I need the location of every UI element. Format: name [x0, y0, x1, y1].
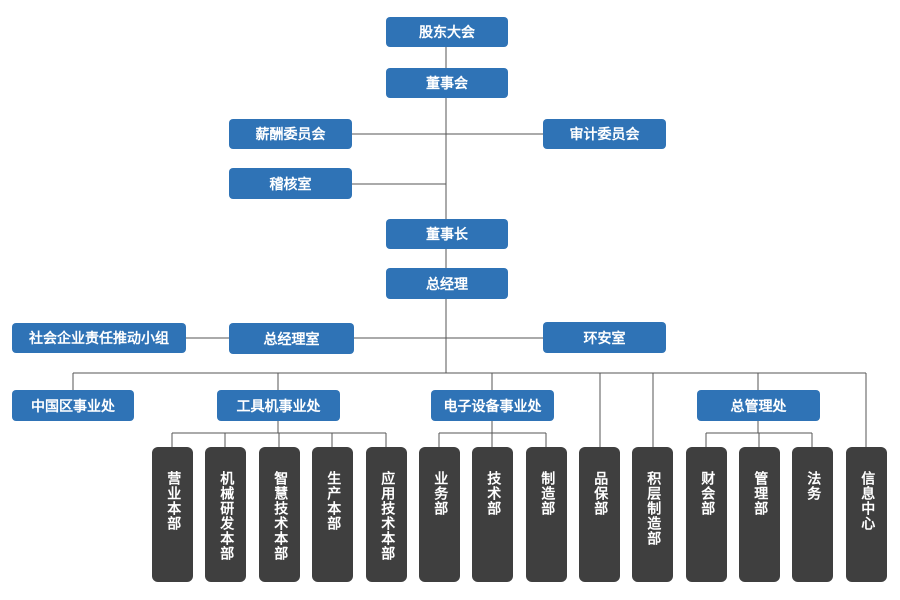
dept-legal: 法务 — [792, 447, 833, 582]
node-label: 董事会 — [426, 76, 468, 92]
dept-label: 品保部 — [592, 471, 609, 516]
dept-quality: 品保部 — [579, 447, 620, 582]
dept-label: 法务 — [805, 471, 822, 501]
dept-finance: 财会部 — [686, 447, 727, 582]
dept-additive-mfg: 积层制造部 — [632, 447, 673, 582]
dept-production-hq: 生产本部 — [312, 447, 353, 582]
dept-label: 应用技术本部 — [379, 471, 396, 561]
node-label: 总管理处 — [730, 398, 787, 415]
node-shareholders: 股东大会 — [386, 17, 508, 47]
node-compensation-committee: 薪酬委员会 — [229, 119, 352, 149]
node-audit-office: 稽核室 — [229, 168, 352, 199]
dept-info-center: 信息中心 — [846, 447, 887, 582]
dept-mech-rd-hq: 机械研发本部 — [205, 447, 246, 582]
node-label: 薪酬委员会 — [255, 127, 326, 143]
node-general-manager: 总经理 — [386, 268, 508, 299]
dept-manufacturing: 制造部 — [526, 447, 567, 582]
dept-label: 财会部 — [699, 471, 716, 516]
node-label: 电子设备事业处 — [443, 398, 542, 415]
node-label: 董事长 — [426, 227, 468, 243]
node-electronics-division: 电子设备事业处 — [431, 390, 554, 421]
node-label: 工具机事业处 — [236, 398, 321, 415]
node-label: 中国区事业处 — [31, 398, 115, 415]
dept-sales-hq: 营业本部 — [152, 447, 193, 582]
node-tools-division: 工具机事业处 — [217, 390, 340, 421]
dept-label: 机械研发本部 — [218, 471, 235, 561]
node-label: 稽核室 — [269, 176, 312, 193]
node-china-division: 中国区事业处 — [12, 390, 134, 421]
node-chairman: 董事长 — [386, 219, 508, 249]
dept-smart-tech-hq: 智慧技术本部 — [259, 447, 300, 582]
dept-label: 营业本部 — [165, 471, 182, 531]
dept-label: 积层制造部 — [645, 471, 662, 546]
dept-app-tech-hq: 应用技术本部 — [366, 447, 407, 582]
node-label: 社会企业责任推动小组 — [29, 331, 169, 347]
dept-label: 管理部 — [752, 471, 769, 516]
dept-label: 制造部 — [539, 471, 556, 516]
dept-label: 业务部 — [432, 471, 449, 516]
dept-label: 智慧技术本部 — [272, 471, 289, 561]
node-csr-group: 社会企业责任推动小组 — [12, 323, 186, 353]
node-gm-office: 总经理室 — [229, 323, 354, 354]
node-label: 总经理 — [426, 276, 468, 293]
dept-business: 业务部 — [419, 447, 460, 582]
node-admin-division: 总管理处 — [697, 390, 820, 421]
node-env-safety-office: 环安室 — [543, 322, 666, 353]
node-label: 股东大会 — [419, 25, 475, 41]
node-label: 环安室 — [583, 330, 626, 347]
node-audit-committee: 审计委员会 — [543, 119, 666, 149]
node-label: 审计委员会 — [569, 127, 640, 143]
node-label: 总经理室 — [263, 331, 320, 348]
dept-management: 管理部 — [739, 447, 780, 582]
dept-label: 信息中心 — [859, 471, 876, 531]
dept-label: 生产本部 — [325, 471, 342, 531]
dept-technology: 技术部 — [472, 447, 513, 582]
node-board: 董事会 — [386, 68, 508, 98]
dept-label: 技术部 — [485, 471, 502, 516]
